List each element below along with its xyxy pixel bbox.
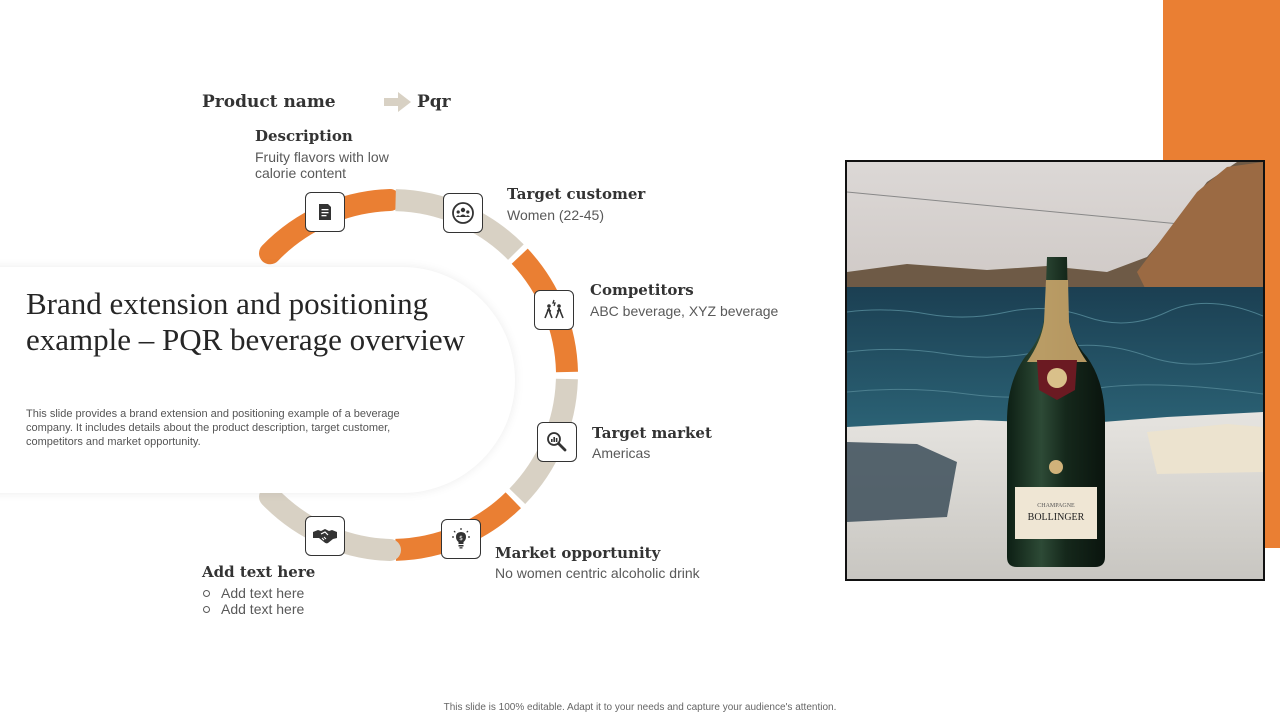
competitors-icon-box	[534, 290, 574, 330]
title-panel	[0, 267, 515, 493]
target-market-heading: Target market	[592, 424, 712, 442]
slide-description: This slide provides a brand extension an…	[26, 408, 400, 448]
target-customer-icon-box	[443, 193, 483, 233]
target-customer-heading: Target customer	[507, 185, 646, 203]
product-name-value: Pqr	[417, 92, 451, 112]
handshake-icon	[313, 529, 337, 544]
product-name-label: Product name	[202, 92, 336, 112]
market-opportunity-icon-box: $	[441, 519, 481, 559]
bottle-photo: CHAMPAGNE BOLLINGER	[845, 160, 1265, 581]
description-heading: Description	[255, 127, 353, 145]
market-opportunity-text: No women centric alcoholic drink	[495, 565, 700, 581]
magnifier-chart-icon	[547, 432, 567, 452]
document-icon	[319, 204, 331, 220]
market-opportunity-heading: Market opportunity	[495, 544, 661, 562]
bullet-item: Add text here	[202, 585, 304, 601]
target-market-icon-box	[537, 422, 577, 462]
bulb-icon: $	[452, 528, 470, 549]
add-text-heading: Add text here	[202, 563, 316, 581]
add-text-bullets: Add text here Add text here	[202, 585, 304, 617]
description-text: Fruity flavors with low calorie content	[255, 149, 389, 181]
description-icon-box	[305, 192, 345, 232]
svg-text:CHAMPAGNE: CHAMPAGNE	[1037, 503, 1075, 509]
team-icon	[452, 202, 474, 224]
svg-text:BOLLINGER: BOLLINGER	[1028, 512, 1085, 523]
competitors-heading: Competitors	[590, 281, 694, 299]
add-text-icon-box	[305, 516, 345, 556]
competitors-text: ABC beverage, XYZ beverage	[590, 303, 779, 319]
arrow-right-icon	[384, 92, 411, 112]
target-market-text: Americas	[592, 445, 651, 461]
slide-title: Brand extension and positioning example …	[26, 286, 466, 357]
footer-note: This slide is 100% editable. Adapt it to…	[443, 702, 837, 713]
bullet-item: Add text here	[202, 601, 304, 617]
competition-icon	[544, 299, 564, 319]
svg-text:$: $	[459, 535, 463, 542]
target-customer-text: Women (22-45)	[507, 207, 605, 223]
